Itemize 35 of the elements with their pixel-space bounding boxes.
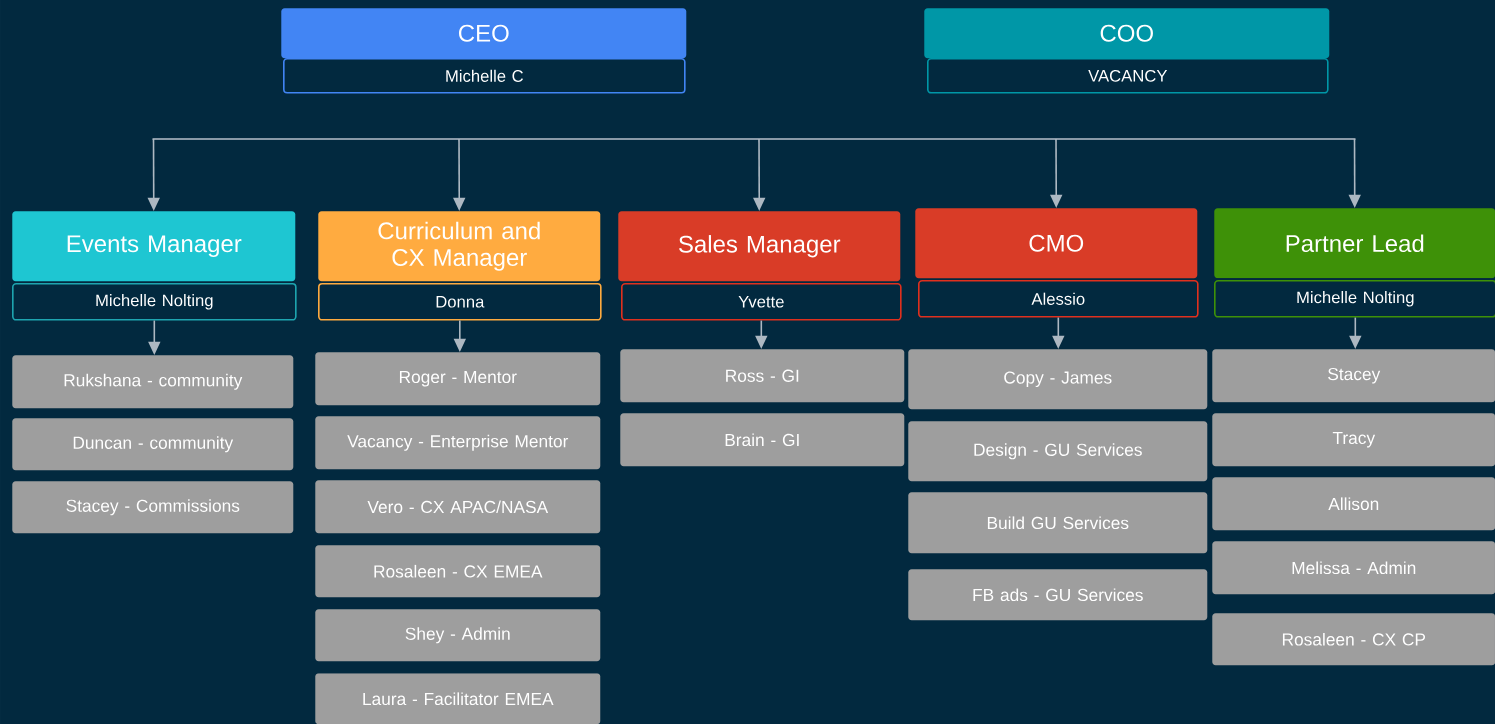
person-box: VACANCY <box>927 58 1329 94</box>
role-box: Events Manager <box>12 211 296 282</box>
staff-box: Laura - Facilitator EMEA <box>315 673 601 724</box>
trunk-line <box>151 138 1357 140</box>
role-box: Partner Lead <box>1214 208 1495 279</box>
role-box: CMO <box>915 208 1198 279</box>
staff-box: Rukshana - community <box>12 355 294 409</box>
staff-box: Build GU Services <box>908 492 1208 554</box>
staff-box: Vacancy - Enterprise Mentor <box>315 416 601 470</box>
person-box: Michelle C <box>283 58 686 94</box>
staff-box: Rosaleen - CX EMEA <box>315 545 601 598</box>
staff-box: Shey - Admin <box>315 609 601 662</box>
role-box: Sales Manager <box>618 211 901 282</box>
role-box: COO <box>924 8 1330 59</box>
staff-box: Design - GU Services <box>908 421 1208 482</box>
person-box: Donna <box>318 283 602 321</box>
staff-box: Stacey <box>1212 349 1495 403</box>
staff-box: Copy - James <box>908 349 1208 410</box>
staff-box: Rosaleen - CX CP <box>1212 613 1495 666</box>
staff-box: FB ads - GU Services <box>908 569 1208 621</box>
staff-box: Roger - Mentor <box>315 352 601 406</box>
staff-box: Duncan - community <box>12 418 294 471</box>
role-box: CEO <box>281 8 687 59</box>
staff-box: Ross - GI <box>620 349 905 403</box>
person-box: Michelle Nolting <box>1214 280 1495 318</box>
staff-box: Brain - GI <box>620 413 905 467</box>
staff-box: Allison <box>1212 477 1495 531</box>
person-box: Yvette <box>621 283 902 321</box>
staff-box: Vero - CX APAC/NASA <box>315 480 601 534</box>
person-box: Alessio <box>918 280 1199 318</box>
staff-box: Stacey - Commissions <box>12 481 294 534</box>
role-box: Curriculum and CX Manager <box>318 211 601 282</box>
staff-box: Melissa - Admin <box>1212 541 1495 595</box>
staff-box: Tracy <box>1212 413 1495 467</box>
person-box: Michelle Nolting <box>12 283 297 321</box>
